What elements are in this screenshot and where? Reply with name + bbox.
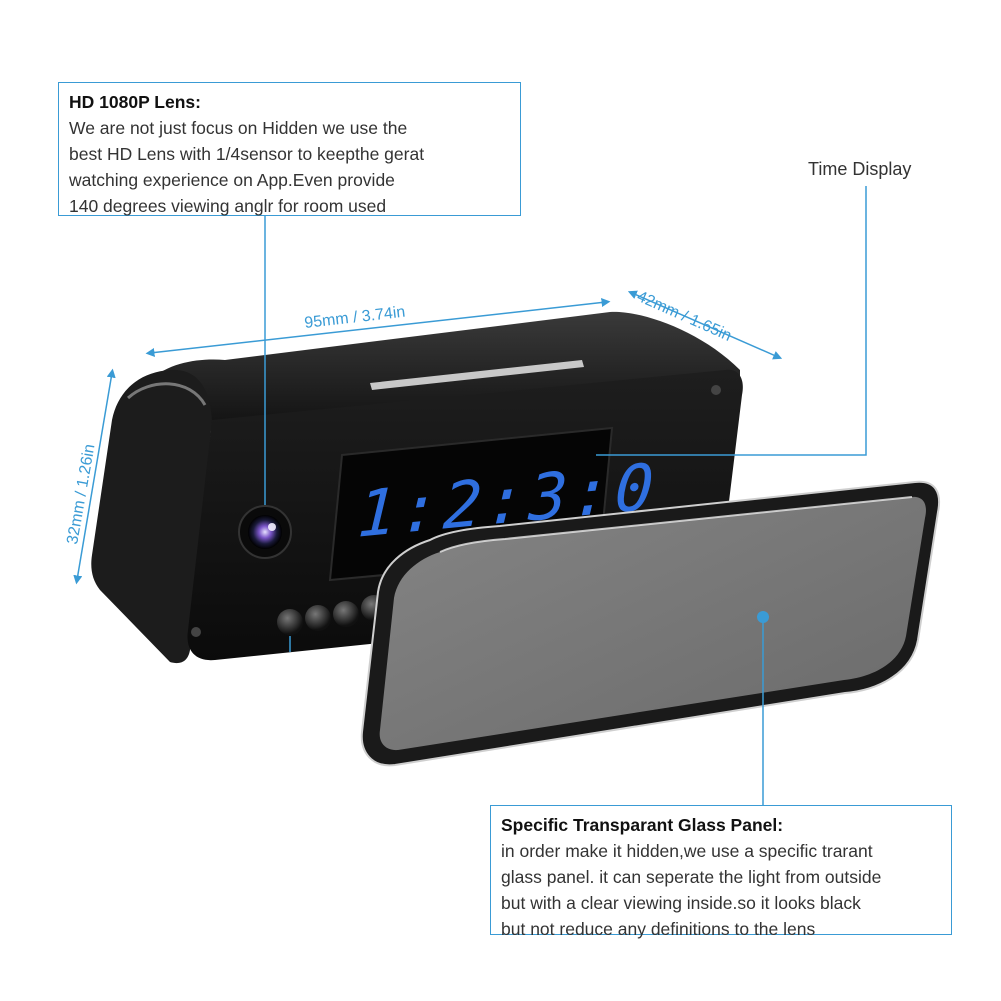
clock-side-face (91, 369, 212, 664)
glass-callout-line: but with a clear viewing inside.so it lo… (501, 893, 861, 913)
screw-icon (191, 627, 201, 637)
time-leader-line (596, 186, 867, 456)
glass-panel (379, 496, 926, 751)
glass-callout-line: but not reduce any definitions to the le… (501, 919, 816, 939)
camera-lens-icon (248, 515, 282, 549)
glass-callout-line: in order make it hidden,we use a specifi… (501, 841, 873, 861)
glass-panel-inner-edge (439, 496, 913, 553)
depth-dimension-arrow (627, 290, 783, 360)
time-display-label: Time Display (808, 159, 912, 179)
lens-callout-line: We are not just focus on Hidden we use t… (69, 118, 408, 138)
lens-callout-line: 140 degrees viewing anglr for room used (69, 196, 387, 216)
width-dimension-label: 95mm / 3.74in (304, 304, 407, 332)
glass-callout: Specific Transparant Glass Panel: in ord… (490, 805, 952, 939)
lens-callout-line: best HD Lens with 1/4sensor to keepthe g… (69, 144, 425, 164)
side-bevel (126, 382, 207, 406)
lens-callout: HD 1080P Lens: We are not just focus on … (58, 82, 521, 216)
top-slot (370, 360, 584, 390)
height-dimension-arrow (73, 368, 116, 585)
glass-callout-title: Specific Transparant Glass Panel: (501, 815, 784, 835)
lens-callout-title: HD 1080P Lens: (69, 92, 201, 112)
glass-marker-dot (757, 611, 769, 623)
glass-callout-line: glass panel. it can seperate the light f… (501, 867, 882, 887)
lens-callout-line: watching experience on App.Even provide (69, 170, 395, 190)
screw-icon (711, 385, 721, 395)
width-dimension-arrow (145, 298, 611, 357)
lens-glint (268, 523, 276, 531)
height-dimension-label: 32mm / 1.26in (64, 443, 98, 546)
